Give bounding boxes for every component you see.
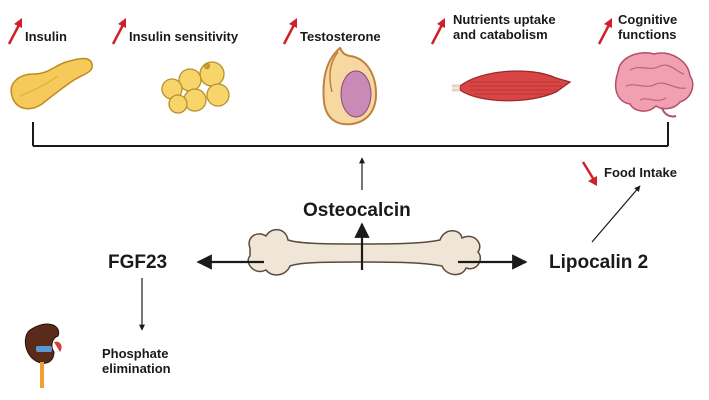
muscle-icon [452,70,572,102]
up-arrow-icon [7,18,22,45]
kidney-icon [24,323,62,388]
lipocalin-to-food-intake-arrow [591,185,641,243]
down-arrow-icon [581,161,597,186]
up-arrow-icon [282,18,297,45]
fat-cells-icon [161,61,230,114]
up-arrow-icon [111,18,126,45]
testosterone-label: Testosterone [300,29,381,44]
pancreas-icon [10,57,93,110]
insulin-label: Insulin [25,29,67,44]
nutrients-label: Nutrients uptake and catabolism [453,12,556,42]
convergence-bracket [32,122,669,147]
food-intake-label: Food Intake [604,165,677,180]
bone-icon [247,228,482,276]
up-arrow-icon [430,18,445,45]
fgf23-label: FGF23 [108,252,168,273]
cognitive-label: Cognitive functions [618,12,678,42]
osteocalcin-label: Osteocalcin [303,200,411,221]
brain-icon [614,52,694,118]
lipocalin-2-label: Lipocalin 2 [549,252,649,273]
insulin-sensitivity-label: Insulin sensitivity [129,29,239,44]
testis-icon [322,46,378,126]
up-arrow-icon [597,18,612,45]
phosphate-elimination-label: Phosphate elimination [102,346,171,376]
